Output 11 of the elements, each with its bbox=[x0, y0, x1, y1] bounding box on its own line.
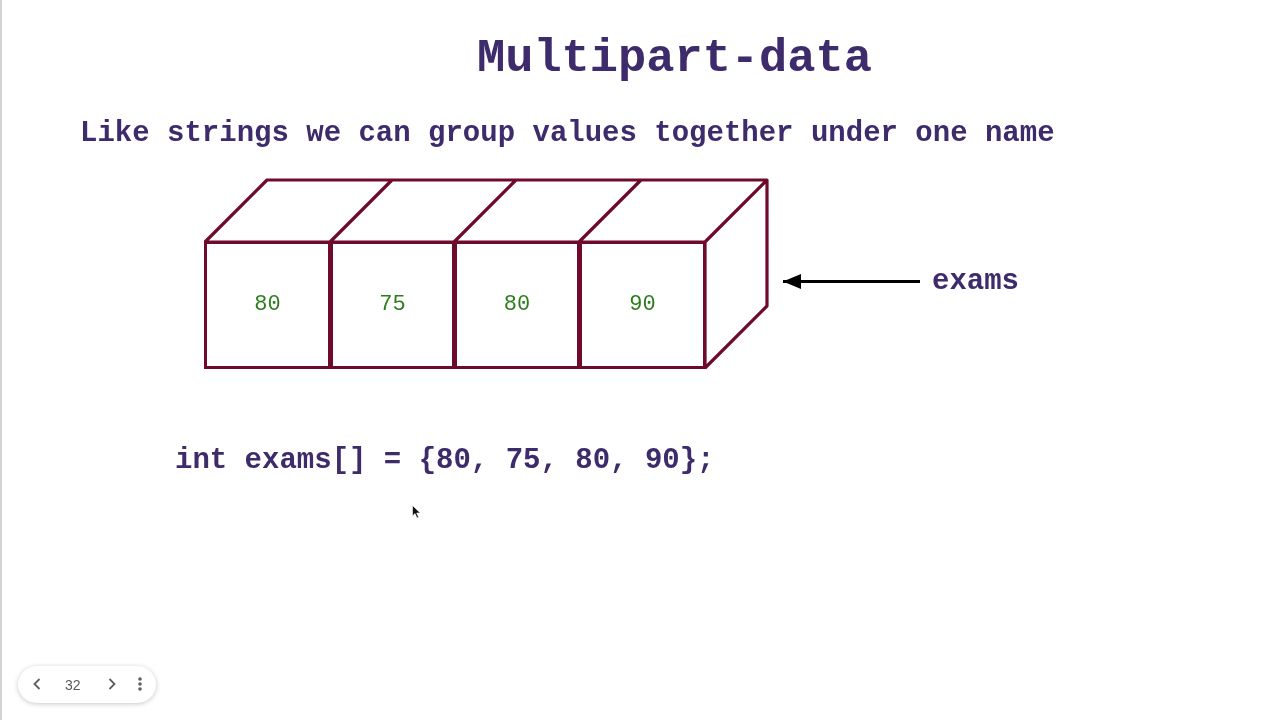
variable-name: exams bbox=[932, 267, 1019, 296]
array-cell: 80 bbox=[204, 241, 331, 369]
array-cell: 80 bbox=[454, 241, 580, 369]
code-line: int exams[] = {80, 75, 80, 90}; bbox=[175, 446, 715, 475]
array-cell: 90 bbox=[579, 241, 706, 369]
slide-title: Multipart-data bbox=[477, 35, 872, 82]
array-cuboid bbox=[202, 177, 771, 371]
arrow bbox=[783, 274, 920, 289]
array-cell: 75 bbox=[330, 241, 455, 369]
subtitle-text: Like strings we can group values together under one name bbox=[80, 119, 1055, 148]
page-number: 32 bbox=[65, 678, 81, 692]
